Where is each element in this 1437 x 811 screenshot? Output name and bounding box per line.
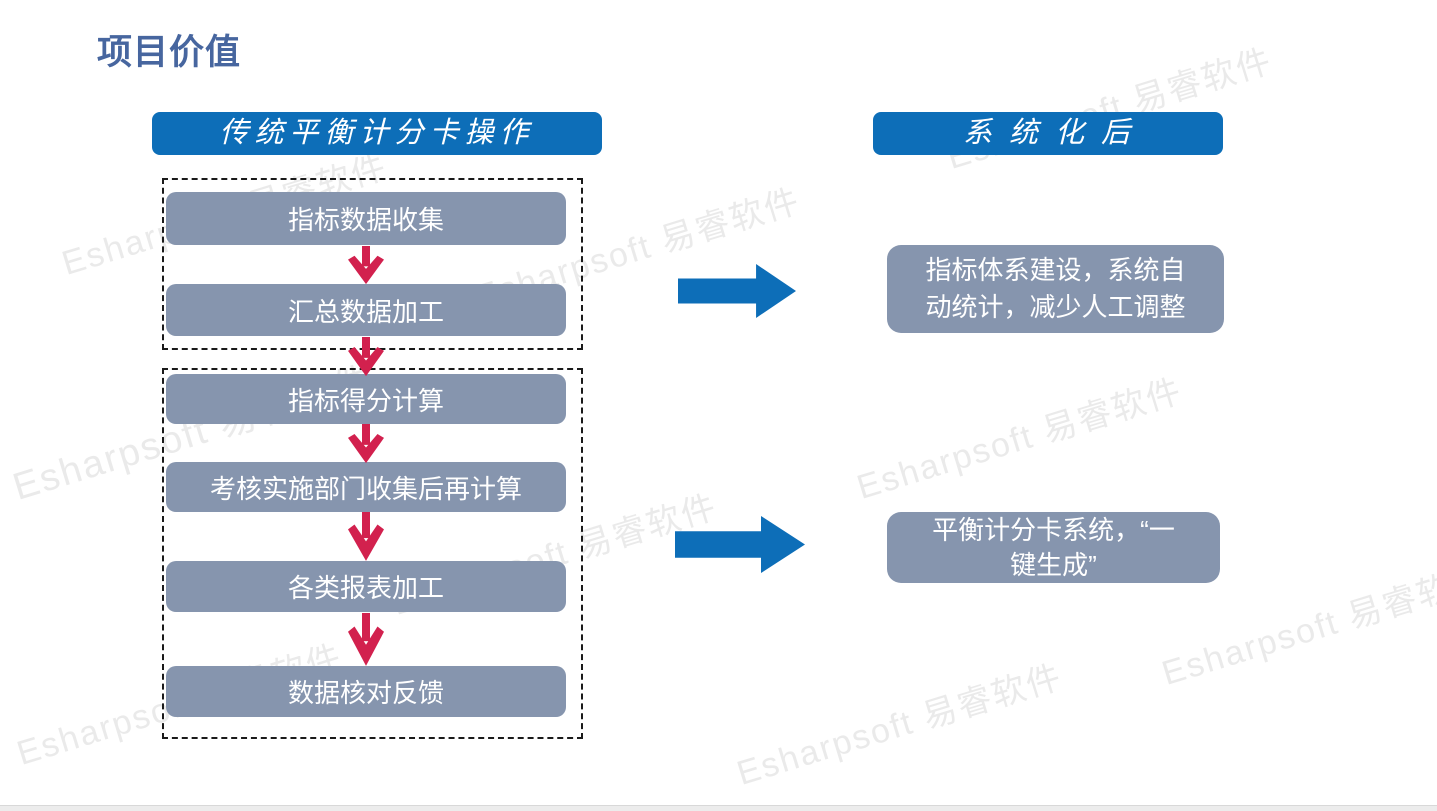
result-box-indicator-system: 指标体系建设，系统自 动统计，减少人工调整: [887, 245, 1224, 333]
step-box-data-check-feedback: 数据核对反馈: [166, 666, 566, 717]
bottom-edge-strip: [0, 805, 1437, 811]
step-box-summary-data-processing: 汇总数据加工: [166, 284, 566, 336]
down-arrow-icon: [344, 337, 388, 377]
right-column-header: 系统化后: [873, 112, 1223, 155]
step-box-dept-recollect-recalculate: 考核实施部门收集后再计算: [166, 462, 566, 512]
step-box-indicator-data-collection: 指标数据收集: [166, 192, 566, 245]
left-column-header: 传统平衡计分卡操作: [152, 112, 602, 155]
process-group-2: [162, 368, 583, 739]
down-arrow-icon: [344, 424, 388, 464]
down-arrow-icon: [344, 512, 388, 562]
process-group-1: [162, 178, 583, 350]
down-arrow-icon: [344, 246, 388, 285]
result-box-one-click-generate: 平衡计分卡系统，“一 键生成”: [887, 512, 1220, 583]
down-arrow-icon: [344, 613, 388, 667]
right-arrow-icon: [675, 516, 805, 573]
step-box-score-calculation: 指标得分计算: [166, 374, 566, 424]
step-box-report-processing: 各类报表加工: [166, 561, 566, 612]
page-title: 项目价值: [97, 33, 242, 72]
right-arrow-icon: [678, 264, 796, 318]
